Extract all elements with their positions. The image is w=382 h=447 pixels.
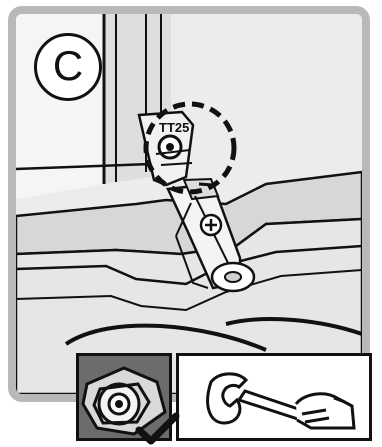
step-badge: C [34, 33, 102, 101]
step-label: C [53, 45, 83, 87]
wrench-hand-illustration [179, 356, 369, 438]
bracket-label: TT25 [159, 120, 189, 135]
main-illustration-frame: TT25 C [8, 6, 370, 402]
confirm-check-icon [131, 411, 183, 447]
tool-inset [176, 353, 372, 441]
